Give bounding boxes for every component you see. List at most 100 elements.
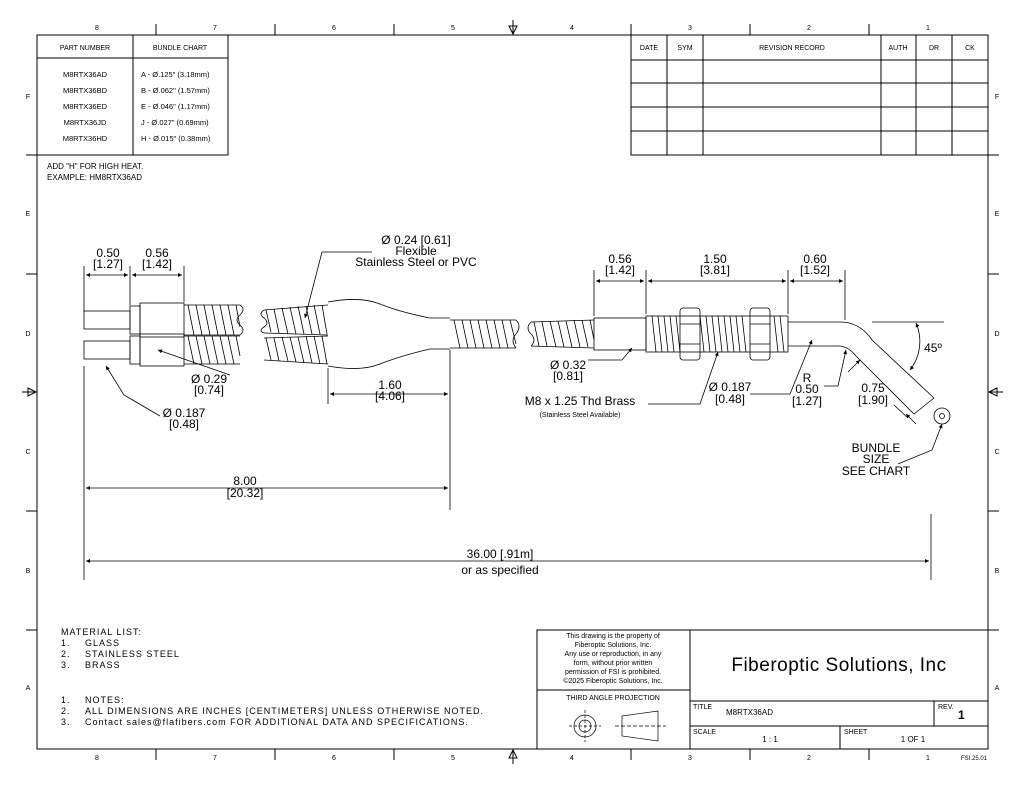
bundle-end-view xyxy=(933,407,951,425)
dim-tip-length-cm: [1.27] xyxy=(93,257,123,271)
hex-nut-right xyxy=(749,307,771,361)
dim-probe-diameter: Ø 0.187 xyxy=(709,380,752,394)
note-text: ALL DIMENSIONS ARE INCHES [CENTIMETERS] … xyxy=(85,706,484,716)
part-number-cell: M8RTX36ED xyxy=(63,102,108,111)
dim-tip-diameter: Ø 0.187 xyxy=(163,406,206,420)
dim-bend-radius-cm: [1.27] xyxy=(792,394,822,408)
overall-length-note: or as specified xyxy=(461,563,538,577)
zone-col-4-top: 4 xyxy=(570,25,574,32)
zone-row-e-left: E xyxy=(26,211,31,218)
zone-row-e-right: E xyxy=(995,211,1000,218)
flex-sheath-mid-lower xyxy=(263,335,329,365)
bundle-label: BUNDLE xyxy=(852,441,901,455)
dim-sheath-diameter: Ø 0.24 [0.61] xyxy=(381,233,450,247)
dim-probe-length-cm: [1.52] xyxy=(800,263,830,277)
zone-labels: 8 7 6 5 4 3 2 1 8 7 6 5 4 3 2 1 F E D C … xyxy=(25,25,999,762)
sheath-type-label: Flexible xyxy=(395,244,437,258)
zone-row-b-right: B xyxy=(995,568,1000,575)
notes-list: 1. NOTES: 2. ALL DIMENSIONS ARE INCHES [… xyxy=(61,695,484,727)
sheet-label: SHEET xyxy=(844,729,868,736)
part-number-cell: M8RTX36HD xyxy=(63,134,108,143)
sheath-material-label: Stainless Steel or PVC xyxy=(355,255,477,269)
dim-end-sheath-diameter: Ø 0.32 xyxy=(550,358,586,372)
part-number-cell: M8RTX36JD xyxy=(64,118,107,127)
part-number-cell: M8RTX36AD xyxy=(63,70,108,79)
sheet-value: 1 OF 1 xyxy=(901,735,926,744)
zone-col-1-bottom: 1 xyxy=(926,755,930,762)
zone-row-c-left: C xyxy=(25,449,30,456)
zone-col-5-top: 5 xyxy=(451,25,455,32)
zone-col-4-bottom: 4 xyxy=(570,755,574,762)
rev-auth-header: AUTH xyxy=(888,45,907,52)
property-notice-line: Any use or reproduction, in any xyxy=(565,651,662,658)
material-item-name: BRASS xyxy=(85,660,121,670)
flex-sheath-right-entry xyxy=(530,319,595,349)
scale-label: SCALE xyxy=(693,729,716,736)
dim-ferrule-diameter-cm: [0.74] xyxy=(194,383,224,397)
bent-probe xyxy=(788,321,935,415)
dim-tip-after-bend-cm: [1.90] xyxy=(858,393,888,407)
note-number: 1. xyxy=(61,695,71,705)
bundle-chart-cell: J - Ø.027" (0.69mm) xyxy=(141,118,209,127)
dim-tip-length: 0.50 xyxy=(96,246,120,260)
title-label: TITLE xyxy=(693,704,712,711)
zone-row-f-right: F xyxy=(995,94,999,101)
dim-probe-diameter-cm: [0.48] xyxy=(715,392,745,406)
property-notice-line: Fiberoptic Solutions, Inc. xyxy=(575,642,652,649)
high-heat-note: ADD "H" FOR HIGH HEAT. xyxy=(47,162,143,171)
rev-dr-header: DR xyxy=(929,45,939,52)
dim-ferrule-length-cm: [1.42] xyxy=(142,257,172,271)
zone-col-8-bottom: 8 xyxy=(95,755,99,762)
dim-probe-length: 0.60 xyxy=(803,252,827,266)
title-value: M8RTX36AD xyxy=(726,708,773,717)
scale-value: 1 : 1 xyxy=(762,735,778,744)
zone-row-f-left: F xyxy=(26,94,30,101)
flex-sheath-mid-upper xyxy=(263,304,329,336)
dim-breakout-length-cm: [4.06] xyxy=(375,389,405,403)
title-block: This drawing is the property of Fiberopt… xyxy=(536,629,989,750)
zone-row-a-right: A xyxy=(995,685,1000,692)
dim-tip-after-bend: 0.75 xyxy=(861,381,885,395)
dim-breakout-length: 1.60 xyxy=(378,378,402,392)
property-notice-line: This drawing is the property of xyxy=(566,633,660,640)
zone-col-2-bottom: 2 xyxy=(807,755,811,762)
rev-date-header: DATE xyxy=(640,45,658,52)
revision-table: DATE SYM REVISION RECORD AUTH DR CK xyxy=(630,34,989,156)
bundle-chart-header: BUNDLE CHART xyxy=(153,45,208,52)
dim-end-ferrule-length-cm: [1.42] xyxy=(605,263,635,277)
bundle-size-label: SIZE xyxy=(863,452,890,466)
material-item-number: 3. xyxy=(61,660,71,670)
dimension-labels: 0.50 [1.27] 0.56 [1.42] Ø 0.24 [0.61] Fl… xyxy=(93,233,942,577)
zone-col-5-bottom: 5 xyxy=(451,755,455,762)
hex-nut-left xyxy=(679,307,701,361)
bundle-chart-cell: H - Ø.015" (0.38mm) xyxy=(141,134,211,143)
zone-row-b-left: B xyxy=(26,568,31,575)
material-item-name: GLASS xyxy=(85,638,120,648)
high-heat-example: EXAMPLE: HM8RTX36AD xyxy=(47,173,142,182)
zone-col-2-top: 2 xyxy=(807,25,811,32)
dim-bend-angle: 45º xyxy=(924,341,942,355)
zone-col-6-bottom: 6 xyxy=(332,755,336,762)
end-ferrule xyxy=(593,317,647,351)
dim-bend-radius-label: R xyxy=(803,371,812,385)
material-list: MATERIAL LIST: 1. GLASS 2. STAINLESS STE… xyxy=(61,627,180,670)
material-list-title: MATERIAL LIST: xyxy=(61,627,142,637)
dim-ferrule-diameter: Ø 0.29 xyxy=(191,372,227,386)
zone-col-7-bottom: 7 xyxy=(213,755,217,762)
dim-thread-length: 1.50 xyxy=(703,252,727,266)
bundle-chart-cell: A - Ø.125" (3.18mm) xyxy=(141,70,210,79)
zone-col-3-bottom: 3 xyxy=(688,755,692,762)
dim-end-ferrule-length: 0.56 xyxy=(608,252,632,266)
dim-bend-radius: 0.50 xyxy=(795,382,819,396)
material-item-number: 2. xyxy=(61,649,71,659)
material-item-name: STAINLESS STEEL xyxy=(85,649,180,659)
dim-ferrule-length: 0.56 xyxy=(145,246,169,260)
zone-col-7-top: 7 xyxy=(213,25,217,32)
dim-end-sheath-diameter-cm: [0.81] xyxy=(553,369,583,383)
property-notice-line: permission of FSI is prohibited. xyxy=(565,669,661,676)
rev-sym-header: SYM xyxy=(677,45,692,52)
dimension-lines xyxy=(83,251,944,580)
zone-row-a-left: A xyxy=(26,685,31,692)
flex-sheath-left-lower xyxy=(184,335,241,365)
